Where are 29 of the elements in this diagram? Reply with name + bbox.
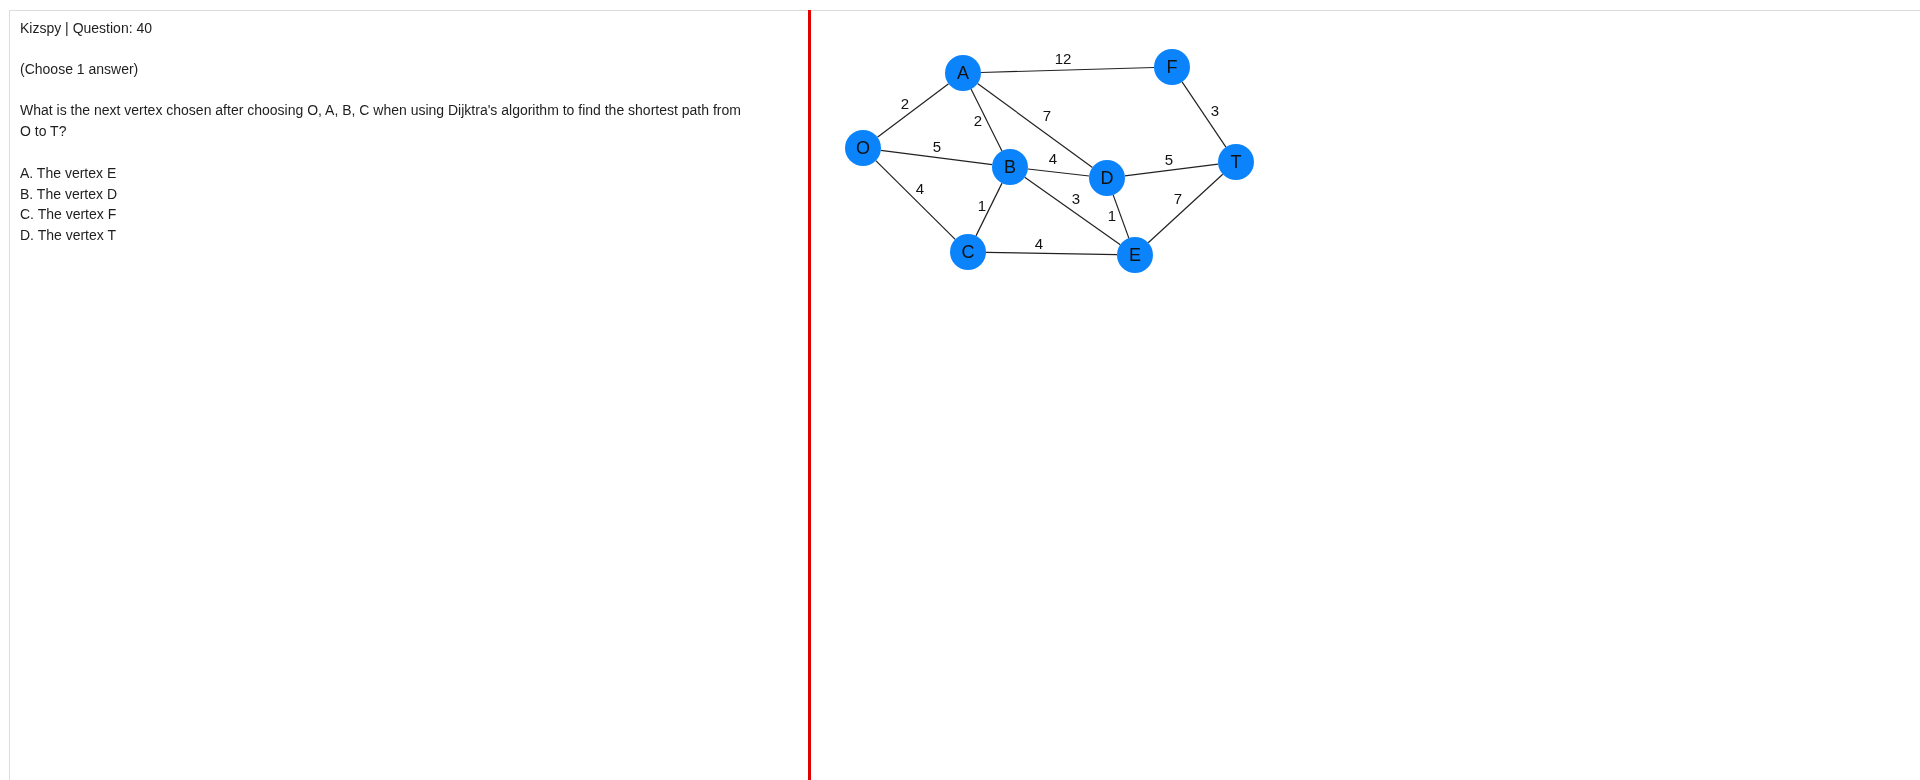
edge-line [1124, 163, 1219, 177]
edge-line [1024, 176, 1121, 246]
vertex-circle: A [945, 55, 981, 91]
edge-line [1181, 81, 1227, 148]
edge-line [980, 66, 1155, 74]
answer-option: D. The vertex T [20, 225, 116, 246]
question-heading: Kizspy | Question: 40 [20, 19, 153, 38]
edge-line [876, 83, 950, 138]
answer-option: B. The vertex D [20, 184, 117, 205]
vertex-circle: E [1117, 237, 1153, 273]
edge-line [976, 83, 1094, 168]
question-text: What is the next vertex chosen after choosing O, A, B, C when using Dijktra's algorithm to find the shortest path from O to T? [20, 101, 742, 141]
edge-line [970, 88, 1003, 152]
edge-line [985, 251, 1118, 256]
answer-option: C. The vertex F [20, 204, 117, 225]
edge-line [975, 182, 1003, 237]
instruction-text: (Choose 1 answer) [20, 60, 139, 79]
edge-line [880, 149, 993, 166]
vertex-circle: C [950, 234, 986, 270]
vertex-circle: B [992, 149, 1028, 185]
edge-line [875, 160, 956, 240]
vertex-circle: O [845, 130, 881, 166]
answer-option: A. The vertex E [20, 163, 117, 184]
vertex-circle: D [1089, 160, 1125, 196]
edge-line [1027, 168, 1090, 177]
vertex-circle: T [1218, 144, 1254, 180]
edge-line [1112, 194, 1130, 239]
vertex-circle: F [1154, 49, 1190, 85]
edge-line [1147, 173, 1224, 244]
